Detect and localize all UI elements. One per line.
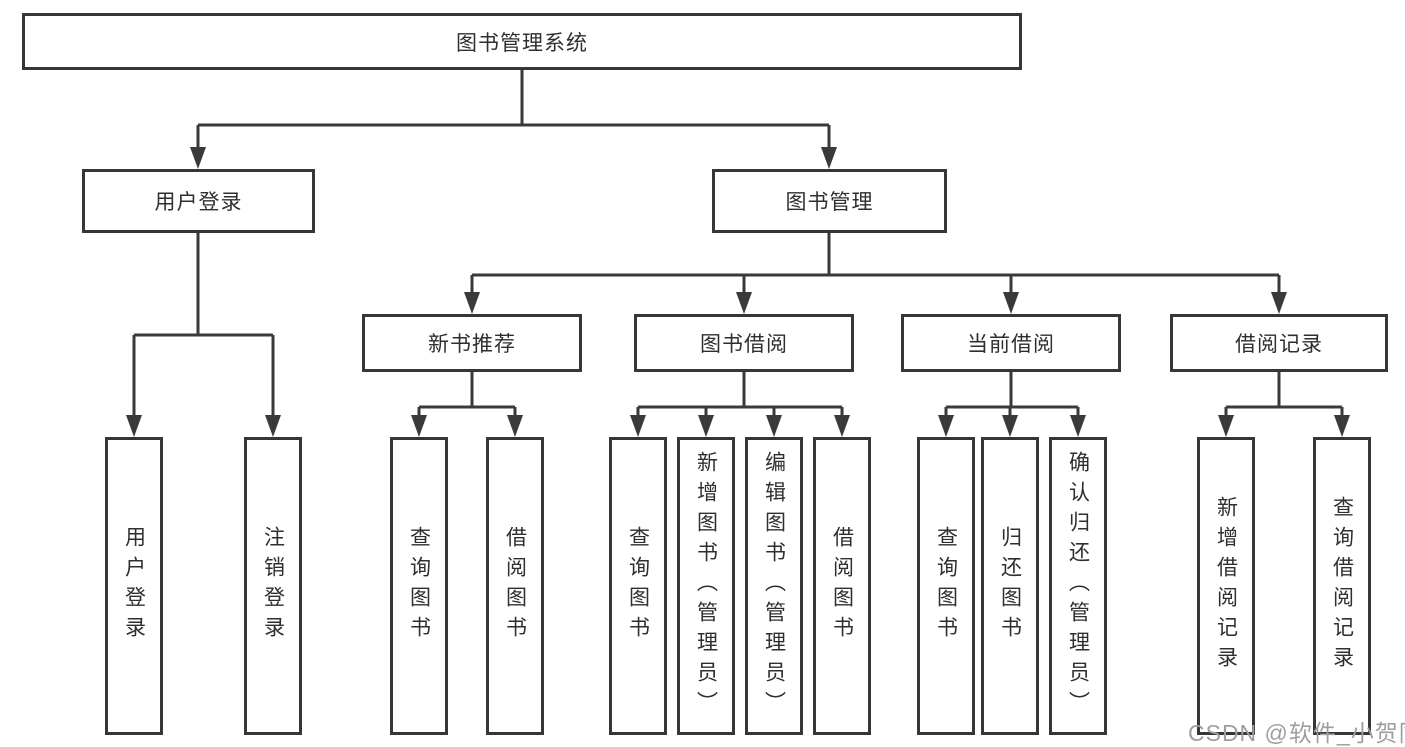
node-book-borrowing: 图书借阅 bbox=[634, 314, 854, 372]
leaf-return-books: 归还图书 bbox=[981, 437, 1039, 735]
leaf-edit-books-admin: 编辑图书（管理员） bbox=[745, 437, 803, 735]
node-borrowing-records: 借阅记录 bbox=[1170, 314, 1388, 372]
node-label: 用户登录 bbox=[154, 191, 243, 214]
leaf-add-books-admin: 新增图书（管理员） bbox=[677, 437, 735, 735]
connector-book-borrowing-to-leaves bbox=[630, 372, 850, 437]
connector-user-login-to-leaves bbox=[126, 233, 281, 437]
leaf-label: 新增图书（管理员） bbox=[694, 451, 718, 721]
leaf-label: 确认归还（管理员） bbox=[1066, 451, 1090, 721]
leaf-label: 借阅图书 bbox=[830, 526, 854, 646]
leaf-confirm-return-admin: 确认归还（管理员） bbox=[1049, 437, 1107, 735]
node-label: 图书管理系统 bbox=[456, 31, 588, 55]
connector-root-to-level2 bbox=[190, 70, 837, 169]
node-user-login: 用户登录 bbox=[82, 169, 315, 233]
connector-current-borrowing-to-leaves bbox=[938, 372, 1086, 437]
node-label: 图书借阅 bbox=[700, 333, 788, 356]
leaf-borrow-books: 借阅图书 bbox=[813, 437, 871, 735]
node-label: 借阅记录 bbox=[1235, 333, 1323, 356]
connector-book-management-to-level3 bbox=[464, 233, 1287, 314]
leaf-query-borrow-record: 查询借阅记录 bbox=[1313, 437, 1371, 735]
leaf-label: 归还图书 bbox=[998, 526, 1022, 646]
node-book-management: 图书管理 bbox=[712, 169, 947, 233]
leaf-label: 用户登录 bbox=[122, 526, 146, 646]
node-label: 当前借阅 bbox=[967, 333, 1055, 356]
leaf-query-books-borrowing: 查询图书 bbox=[609, 437, 667, 735]
node-new-book-recommend: 新书推荐 bbox=[362, 314, 582, 372]
leaf-label: 查询图书 bbox=[626, 526, 650, 646]
leaf-label: 新增借阅记录 bbox=[1214, 496, 1238, 676]
leaf-label: 查询借阅记录 bbox=[1330, 496, 1354, 676]
connector-borrowing-records-to-leaves bbox=[1218, 372, 1350, 437]
leaf-query-books-recommend: 查询图书 bbox=[390, 437, 448, 735]
node-root-library-management-system: 图书管理系统 bbox=[22, 13, 1022, 70]
node-label: 图书管理 bbox=[785, 191, 874, 214]
leaf-user-login: 用户登录 bbox=[105, 437, 163, 735]
leaf-add-borrow-record: 新增借阅记录 bbox=[1197, 437, 1255, 735]
leaf-label: 注销登录 bbox=[261, 526, 285, 646]
leaf-label: 查询图书 bbox=[407, 526, 431, 646]
leaf-query-books-current: 查询图书 bbox=[917, 437, 975, 735]
csdn-watermark: CSDN @软件_小贺同学 bbox=[1188, 720, 1405, 746]
leaf-borrow-books-recommend: 借阅图书 bbox=[486, 437, 544, 735]
node-label: 新书推荐 bbox=[428, 333, 516, 356]
leaf-label: 编辑图书（管理员） bbox=[762, 451, 786, 721]
leaf-logout: 注销登录 bbox=[244, 437, 302, 735]
connector-new-book-recommend-to-leaves bbox=[411, 372, 523, 437]
node-current-borrowing: 当前借阅 bbox=[901, 314, 1121, 372]
leaf-label: 借阅图书 bbox=[503, 526, 527, 646]
leaf-label: 查询图书 bbox=[934, 526, 958, 646]
